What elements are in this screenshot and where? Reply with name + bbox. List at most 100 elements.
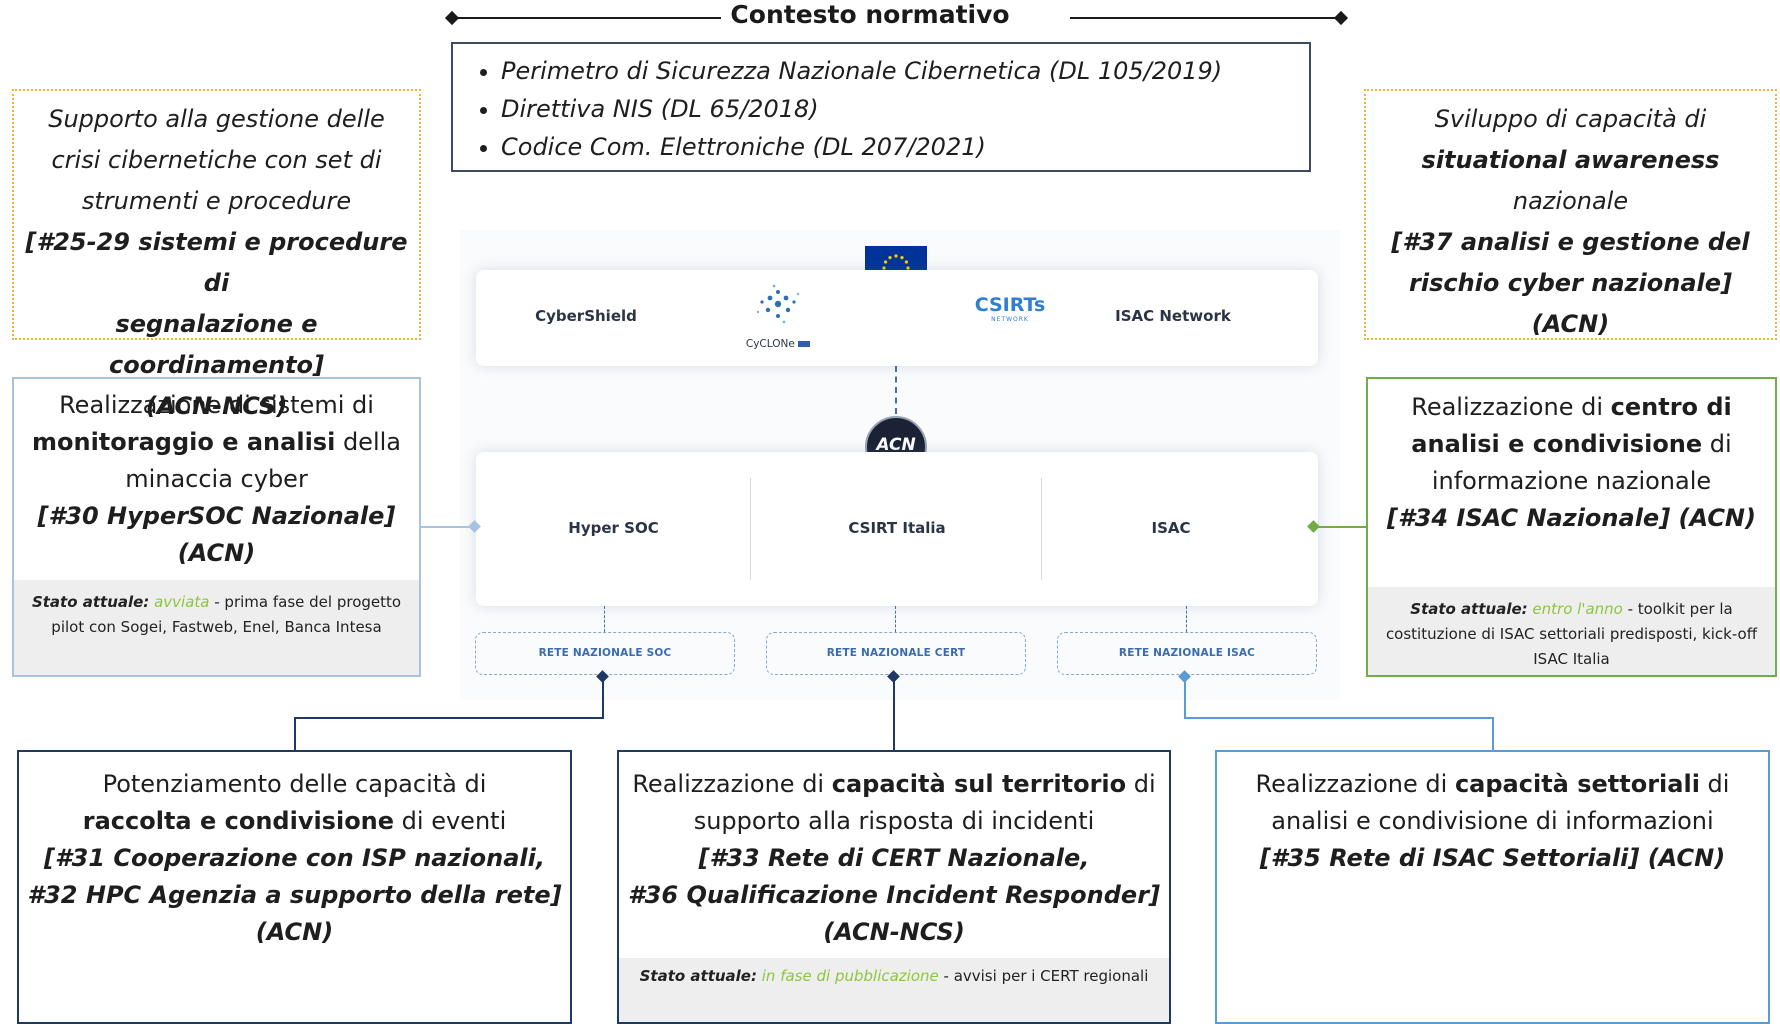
connector-dashed (604, 606, 605, 632)
card-separator (1041, 478, 1042, 580)
title-diamond-left (444, 10, 460, 26)
measure-ref: #36 Qualificazione Incident Responder] (627, 881, 1160, 909)
text-line: Sviluppo di capacità di (1434, 105, 1707, 133)
status-text: - toolkit per la costituzione di ISAC se… (1385, 600, 1758, 668)
national-card: Hyper SOC CSIRT Italia ISAC (476, 452, 1318, 606)
bold-text: raccolta e condivisione (82, 807, 395, 835)
normativa-item: Direttiva NIS (DL 65/2018) (501, 90, 1287, 128)
connector-soc-horizontal (294, 717, 604, 719)
connector-dashed (895, 606, 896, 632)
status-label: Stato attuale: (639, 967, 757, 985)
hypersoc-box: Realizzazione di sistemi di monitoraggio… (12, 377, 421, 677)
text-line: minaccia cyber (125, 465, 308, 493)
title-diamond-right (1333, 10, 1349, 26)
connector-cert-down (893, 680, 895, 750)
measure-ref: [#35 Rete di ISAC Settoriali] (ACN) (1259, 844, 1726, 872)
owner-label: (ACN) (255, 918, 334, 946)
cyclone-label: CyCLONe (738, 338, 818, 350)
title-line-left (453, 17, 721, 19)
connector-dashed (1186, 606, 1187, 632)
status-note: Stato attuale: entro l'anno - toolkit pe… (1368, 587, 1775, 675)
bold-text: centro di (1610, 393, 1732, 421)
isp-cooperation-box: Potenziamento delle capacità di raccolta… (17, 750, 572, 1024)
isac-label: ISAC (1151, 519, 1191, 537)
status-value: in fase di pubblicazione (761, 967, 939, 985)
cert-network-box: Realizzazione di capacità sul territorio… (617, 750, 1171, 1024)
connector-left (421, 526, 473, 528)
cybershield-label: CyberShield (535, 307, 637, 325)
status-text: - avvisi per i CERT regionali (938, 967, 1149, 985)
measure-ref: [#31 Cooperazione con ISP nazionali, (43, 844, 546, 872)
acn-logo-text: ACN (876, 435, 916, 455)
connector-dashed (895, 366, 897, 414)
text-line: Supporto alla gestione delle (48, 105, 385, 133)
cyclone-logo: CyCLONe (738, 282, 818, 362)
text-line: raccolta e condivisione di eventi (19, 803, 570, 840)
text-line: Realizzazione di capacità sul territorio… (619, 766, 1169, 803)
rete-cert-box: RETE NAZIONALE CERT (766, 632, 1026, 675)
isac-network-label: ISAC Network (1115, 307, 1231, 325)
text-tail: di (1699, 770, 1730, 798)
hypersoc-label: Hyper SOC (568, 519, 659, 537)
text-line: supporto alla risposta di incidenti (693, 807, 1095, 835)
text-pre: Realizzazione di (1411, 393, 1611, 421)
title-line-right (1070, 17, 1340, 19)
status-value: entro l'anno (1532, 600, 1623, 618)
csirt-italia-label: CSIRT Italia (848, 519, 946, 537)
owner-label: (ACN-NCS) (145, 392, 288, 420)
measure-ref: [#30 HyperSOC Nazionale] (37, 502, 396, 530)
text-line: Potenziamento delle capacità di (102, 770, 487, 798)
eu-networks-card: CyberShield CyCLONe CSIRTs NETWORK ISAC … (476, 270, 1318, 366)
text-pre: Realizzazione di (1255, 770, 1455, 798)
measure-ref: [#37 analisi e gestione del (1391, 228, 1750, 256)
text-line: analisi e condivisione di informazioni (1271, 807, 1714, 835)
text-line: analisi e condivisione di (1368, 426, 1775, 463)
status-note: Stato attuale: in fase di pubblicazione … (619, 958, 1169, 1022)
text-line: crisi cibernetiche con set di (51, 146, 382, 174)
measure-ref: segnalazione e coordinamento] (108, 310, 325, 379)
measure-ref: [#34 ISAC Nazionale] (ACN) (1387, 504, 1756, 532)
text-line: Realizzazione di capacità settoriali di (1217, 766, 1768, 803)
rete-isac-box: RETE NAZIONALE ISAC (1057, 632, 1317, 675)
connector-isac-down (1184, 680, 1186, 718)
text-line: Realizzazione di sistemi di (59, 391, 374, 419)
bold-text: situational awareness (1421, 146, 1720, 174)
measure-ref: rischio cyber nazionale] (1409, 269, 1732, 297)
connector-isac-horizontal (1184, 717, 1493, 719)
status-note: Stato attuale: avviata - prima fase del … (14, 580, 419, 675)
text-tail: di eventi (394, 807, 507, 835)
text-line: monitoraggio e analisi della (14, 424, 419, 461)
status-text: - prima fase del progetto pilot con Soge… (51, 593, 402, 636)
status-label: Stato attuale: (31, 593, 150, 611)
text-line: Realizzazione di centro di (1368, 389, 1775, 426)
page-title: Contesto normativo (730, 0, 1010, 29)
text-line: strumenti e procedure (81, 187, 352, 215)
normativa-item: Perimetro di Sicurezza Nazionale Ciberne… (501, 52, 1287, 90)
owner-label: (ACN) (177, 539, 256, 567)
mini-eu-flag-icon (798, 341, 811, 347)
owner-label: (ACN) (1531, 310, 1610, 338)
crisis-management-box: Supporto alla gestione delle crisi ciber… (12, 89, 421, 420)
text-tail: di (1126, 770, 1156, 798)
bold-text: capacità sul territorio (831, 770, 1127, 798)
text-tail: di (1702, 430, 1732, 458)
isac-nazionale-box: Realizzazione di centro di analisi e con… (1366, 377, 1777, 677)
measure-ref: [#25-29 sistemi e procedure di (25, 228, 408, 297)
connector-soc-down (602, 680, 604, 718)
measure-ref: [#33 Rete di CERT Nazionale, (698, 844, 1090, 872)
csirts-sub: NETWORK (991, 316, 1029, 323)
connector-soc-to-box (294, 717, 296, 750)
isac-settoriali-box: Realizzazione di capacità settoriali di … (1215, 750, 1770, 1024)
normativa-box: Perimetro di Sicurezza Nazionale Ciberne… (451, 42, 1311, 172)
status-label: Stato attuale: (1410, 600, 1528, 618)
bold-text: monitoraggio e analisi (32, 428, 336, 456)
rete-soc-box: RETE NAZIONALE SOC (475, 632, 735, 675)
csirts-text: CSIRTs (974, 294, 1046, 316)
connector-isac-to-box (1492, 717, 1494, 750)
text-line: situational awareness nazionale (1366, 140, 1775, 222)
normativa-item: Codice Com. Elettroniche (DL 207/2021) (501, 128, 1287, 166)
text-tail: nazionale (1512, 187, 1629, 215)
csirts-logo: CSIRTs NETWORK (960, 294, 1060, 344)
cyclone-icon (756, 284, 800, 324)
status-value: avviata (154, 593, 210, 611)
